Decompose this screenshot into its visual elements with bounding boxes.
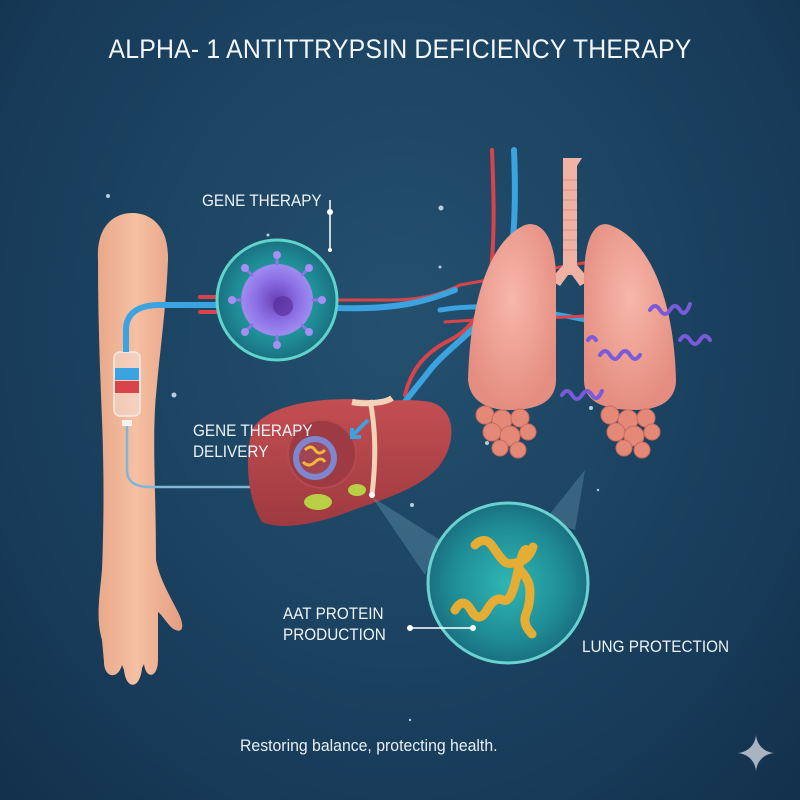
protein-circle xyxy=(407,501,590,665)
background-stars xyxy=(106,194,600,722)
label-aat-protein-production: AAT PROTEIN PRODUCTION xyxy=(283,603,386,645)
label-gene-therapy-delivery: GENE THERAPY DELIVERY xyxy=(193,420,313,462)
aat-protein-icon xyxy=(450,536,538,639)
page-title: ALPHA- 1 ANTITTRYPSIN DEFICIENCY THERAPY xyxy=(108,34,692,64)
sparkle-icon xyxy=(738,735,774,771)
liver-illustration xyxy=(247,395,452,526)
virus-icon xyxy=(228,251,326,349)
virus-circle xyxy=(215,200,339,362)
label-line: AAT PROTEIN xyxy=(283,604,384,623)
label-line: GENE THERAPY xyxy=(193,421,313,440)
tagline: Restoring balance, protecting health. xyxy=(240,736,498,755)
label-lung-protection: LUNG PROTECTION xyxy=(582,637,730,656)
arm-illustration xyxy=(97,213,183,685)
iv-bag-icon xyxy=(113,351,141,426)
lungs-illustration xyxy=(468,158,712,459)
label-gene-therapy: GENE THERAPY xyxy=(202,191,322,210)
label-line: DELIVERY xyxy=(193,442,269,461)
label-line: PRODUCTION xyxy=(283,625,386,644)
